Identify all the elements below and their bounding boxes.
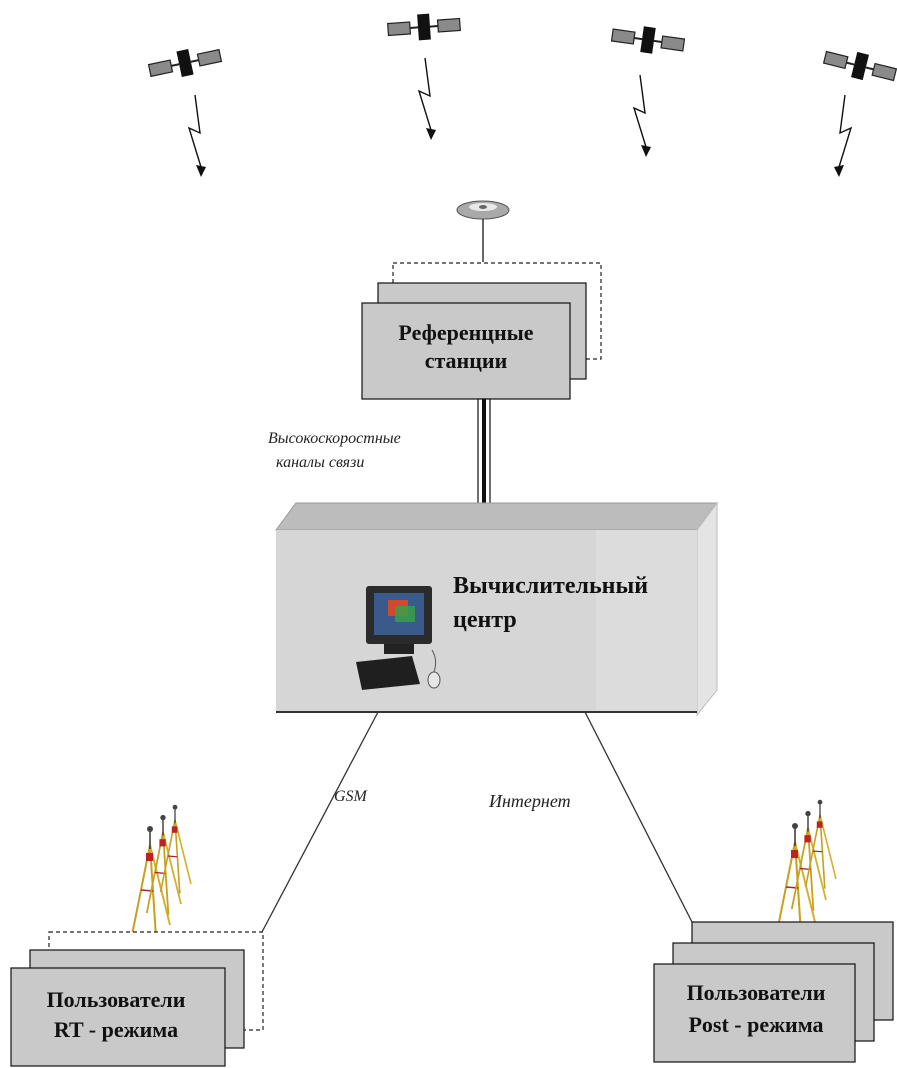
satellite-icon [386, 10, 462, 44]
satellite-icon [609, 21, 687, 59]
lightning-signal-icon [418, 57, 437, 141]
reference-stations-label-line2: станции [425, 348, 508, 373]
users-rt-label-line2: RT - режима [54, 1017, 178, 1042]
computing-center-label-line2: центр [453, 607, 517, 633]
users-rt-label-line1: Пользователи [47, 987, 186, 1012]
reference-stations-stack: Референцные станции [361, 262, 602, 400]
gsm-label: GSM [334, 788, 369, 805]
lightning-signal-icon [188, 94, 207, 178]
reference-stations-label-line1: Референцные [398, 320, 533, 345]
internet-link-line [584, 711, 693, 923]
users-post-stack: Пользователи Post - режима [653, 921, 894, 1063]
high-speed-link [477, 398, 491, 512]
satellite-icon [146, 41, 224, 85]
users-post-label-line1: Пользователи [687, 980, 826, 1005]
satellite-icon [820, 43, 897, 89]
gnss-antenna-icon [456, 200, 510, 262]
lightning-signal-icon [633, 74, 652, 158]
gsm-link-line [261, 711, 379, 933]
lightning-signal-icon [833, 94, 852, 178]
computer-icon [356, 586, 441, 690]
surveyor-tripod-icon [131, 803, 192, 938]
high-speed-channels-label-line1: Высокоскоростные [268, 430, 401, 447]
high-speed-channels-label-line2: каналы связи [276, 454, 364, 471]
users-rt-stack: Пользователи RT - режима [10, 931, 264, 1067]
users-post-label-line2: Post - режима [688, 1012, 823, 1037]
computing-center-box: Вычислительный центр [275, 501, 718, 717]
computing-center-label-line1: Вычислительный [453, 573, 648, 599]
internet-label: Интернет [488, 791, 571, 811]
surveyor-tripod-icon [776, 798, 837, 935]
